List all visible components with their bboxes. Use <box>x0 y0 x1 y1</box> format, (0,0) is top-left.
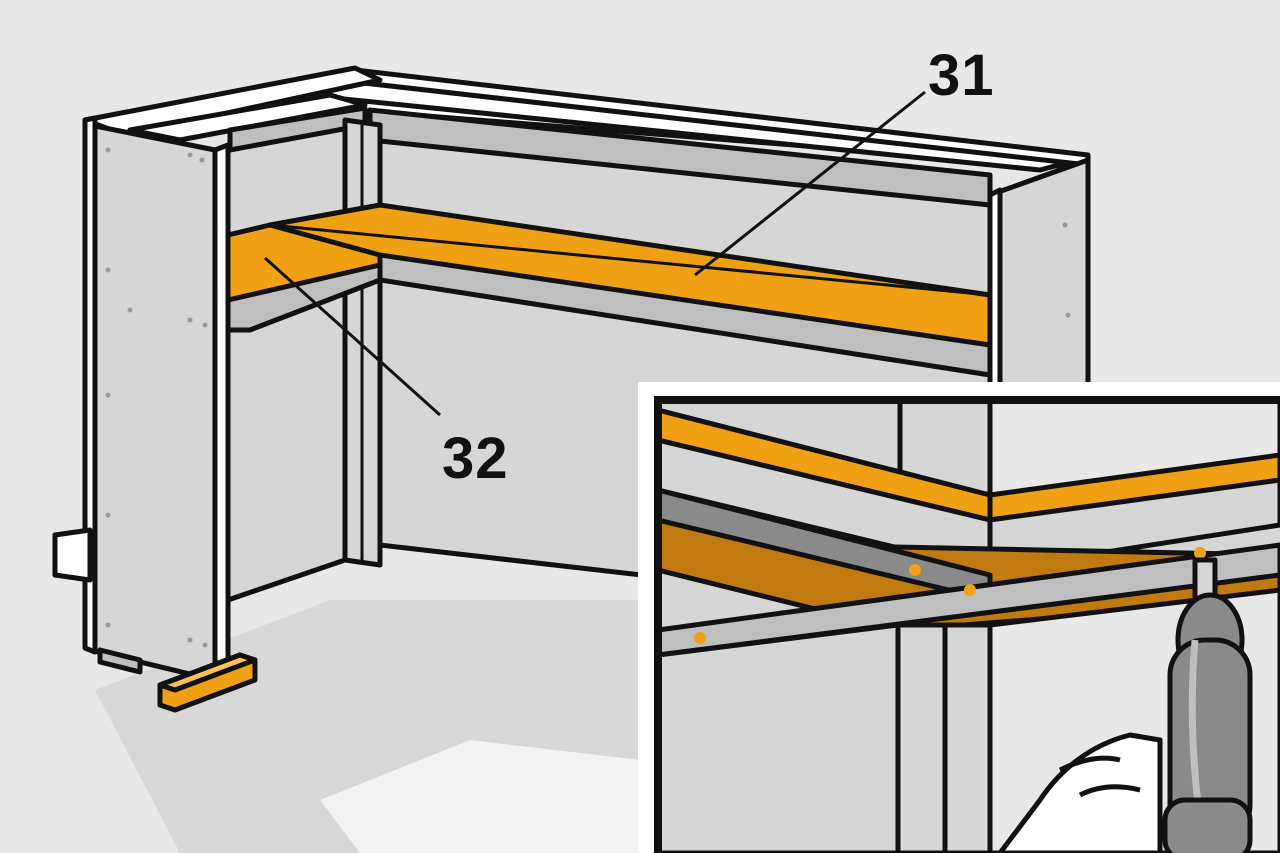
callout-leaders <box>263 90 926 417</box>
left-end-front-strip <box>82 115 98 655</box>
inset-shelf-edge-right <box>987 452 1280 523</box>
foot-block-left <box>52 527 93 583</box>
right-end-panel <box>987 157 1091 423</box>
shelf-32 <box>225 222 383 303</box>
leader-32 <box>263 256 442 417</box>
inner-side-panel <box>225 117 348 603</box>
left-end-edge <box>212 142 231 683</box>
hand-icon <box>997 732 1163 853</box>
screw-icon <box>694 547 1206 644</box>
power-drill-icon <box>1162 557 1253 853</box>
inset-cross-rail <box>658 542 1280 658</box>
foot-pad <box>97 647 143 675</box>
detail-inset <box>638 382 1280 853</box>
foot-block-front-top <box>157 652 258 693</box>
callout-32: 32 <box>442 426 509 491</box>
short-top-crossbar <box>127 92 368 143</box>
leader-31 <box>694 90 926 277</box>
cabinet-frame <box>52 65 1091 713</box>
left-end-panel <box>87 122 218 683</box>
callout-31: 31 <box>928 43 995 108</box>
